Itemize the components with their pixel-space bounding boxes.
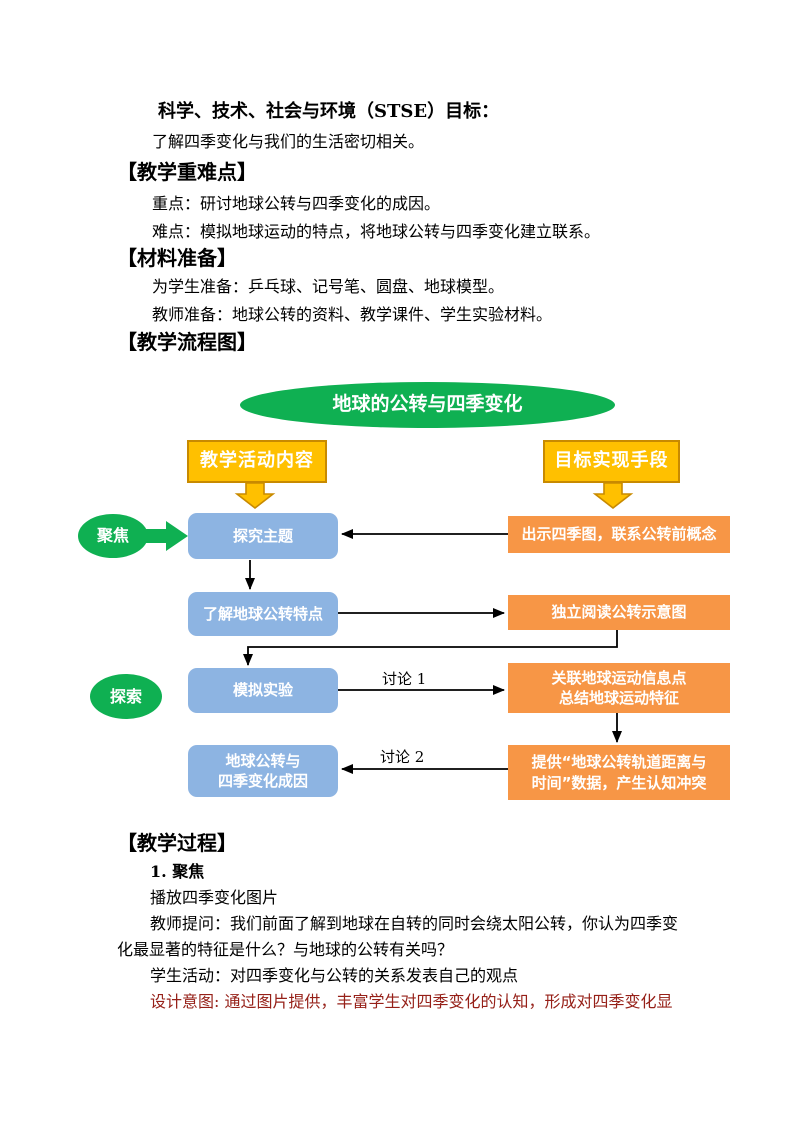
method-box-read-diagram: 独立阅读公转示意图 [508,595,730,630]
key-point-line: 重点：研讨地球公转与四季变化的成因。 [152,194,441,213]
stse-goals-title: 科学、技术、社会与环境（STSE）目标： [158,101,500,122]
down-block-arrow-left-icon [234,482,276,510]
activity-box-revolution-features: 了解地球公转特点 [188,592,338,636]
heading-materials: 【材料准备】 [117,246,237,270]
heading-process: 【教学过程】 [117,831,237,855]
teacher-question-continued: 化最显著的特征是什么？与地球的公转有关吗？ [117,940,454,959]
column-header-activities: 教学活动内容 [187,440,327,483]
activity-box-explore-topic: 探究主题 [188,513,338,559]
method-box-orbit-data: 提供“地球公转轨道距离与 时间”数据，产生认知冲突 [508,745,730,800]
method-box-show-seasons: 出示四季图，联系公转前概念 [508,516,730,553]
student-activity-line: 学生活动：对四季变化与公转的关系发表自己的观点 [150,966,519,985]
process-playback-line: 播放四季变化图片 [150,888,279,907]
design-intent-line: 设计意图: 通过图片提供，丰富学生对四季变化的认知，形成对四季变化显 [150,992,673,1011]
teacher-question-line: 教师提问：我们前面了解到地球在自转的同时会绕太阳公转，你认为四季变 [150,914,679,933]
stage-ellipse-explore: 探索 [90,674,162,719]
heading-key-points: 【教学重难点】 [117,160,257,184]
difficult-point-line: 难点：模拟地球运动的特点，将地球公转与四季变化建立联系。 [152,222,601,241]
stse-goals-body: 了解四季变化与我们的生活密切相关。 [152,132,425,151]
focus-block-arrow-icon [145,521,188,551]
flowchart-title-ellipse: 地球的公转与四季变化 [240,382,615,428]
materials-teacher-line: 教师准备：地球公转的资料、教学课件、学生实验材料。 [152,305,553,324]
edge-label-discussion-1: 讨论 1 [382,670,427,688]
materials-students-line: 为学生准备：乒乓球、记号笔、圆盘、地球模型。 [152,277,505,296]
process-step1-title: 1. 聚焦 [150,862,205,881]
column-header-methods: 目标实现手段 [543,440,680,483]
method-box-link-info: 关联地球运动信息点 总结地球运动特征 [508,663,730,713]
edge-label-discussion-2: 讨论 2 [380,748,425,766]
heading-flowchart: 【教学流程图】 [117,330,257,354]
activity-box-seasons-cause: 地球公转与 四季变化成因 [188,745,338,797]
stage-ellipse-focus: 聚焦 [78,514,148,558]
activity-box-simulation: 模拟实验 [188,668,338,713]
down-block-arrow-right-icon [592,482,634,510]
